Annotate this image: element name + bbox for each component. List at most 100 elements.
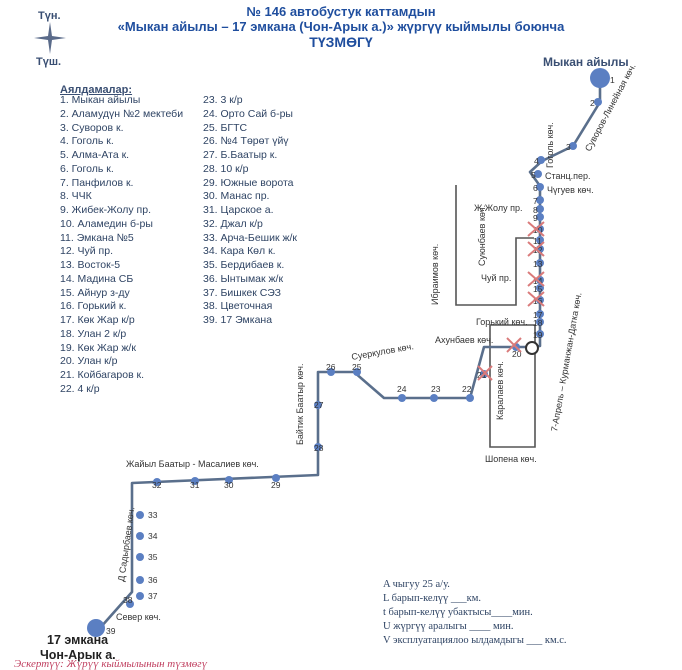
stop-list-item: 34. Кара Көл к.	[203, 245, 276, 258]
stop-list-item: 25. БГТС	[203, 121, 248, 134]
stop-list-item: 28. 10 к/р	[203, 162, 249, 175]
stop-marker	[536, 205, 544, 213]
stop-list-item: 10. Аламедин б-ры	[60, 217, 153, 230]
stop-list-item: 35. Бердибаев к.	[203, 259, 285, 271]
info-line-2: L барып-келүү ___км.	[383, 593, 482, 604]
stop-list-item: 39. 17 Эмкана	[203, 314, 273, 326]
street-sadyrbaev: Д Садырбаев көч.	[116, 506, 136, 582]
stop-marker	[314, 401, 322, 409]
stop-number: 36	[148, 575, 158, 585]
stop-list-item: 17. Көк Жар к/р	[60, 314, 135, 326]
stop-number: 1	[610, 75, 615, 85]
stop-list-item: 11. Эмкана №5	[60, 231, 134, 244]
stop-number: 9	[533, 213, 538, 223]
stop-marker	[136, 592, 144, 600]
stop-marker	[191, 477, 199, 485]
stop-marker	[466, 394, 474, 402]
street-akhunbaev: Ахунбаев көч.	[435, 335, 493, 345]
stop-marker	[536, 310, 544, 318]
street-karalaev: Каралаев көч.	[495, 361, 505, 420]
stop-number: 15	[533, 284, 543, 294]
stop-marker	[536, 318, 544, 326]
legend: Аялдамалар:	[60, 84, 132, 97]
street-zhzholu: Ж.Жолу пр.	[474, 203, 522, 213]
stop-list-item: 6. Гоголь к.	[60, 162, 114, 175]
street-suyunbaev: Суюнбаев көч.	[477, 205, 487, 266]
stop-list-item: 7. Панфилов к.	[60, 176, 134, 189]
stop-list-item: 30. Манас пр.	[203, 190, 270, 203]
stop-number: 13	[533, 259, 543, 269]
stop-marker	[536, 284, 544, 292]
stop-marker	[536, 213, 544, 221]
stop-list-item: 13. Восток-5	[60, 259, 121, 271]
street-chuguev: Чүгуев көч.	[547, 185, 594, 195]
stop-number: 31	[190, 480, 200, 490]
stop-number: 26	[326, 362, 336, 372]
stop-list-item: 3. Суворов к.	[60, 121, 124, 134]
stop-list-item: 20. Улан к/р	[60, 355, 118, 368]
street-baitik: Байтик Баатыр көч.	[295, 364, 305, 445]
end-label-2: Чон-Арык а.	[40, 648, 116, 662]
title-line-2: «Мыкан айылы – 17 эмкана (Чон-Арык а.)» …	[117, 19, 565, 34]
stop-number: 7	[533, 196, 538, 206]
stop-number: 28	[314, 443, 324, 453]
compass-north-label: Түн.	[38, 10, 61, 22]
stop-number: 2	[590, 98, 595, 108]
stop-number: 19	[533, 330, 543, 340]
stop-number: 11	[533, 236, 542, 246]
info-line-1: A чыгуу 25 а/у.	[383, 579, 450, 590]
stop-marker	[153, 478, 161, 486]
stop-list-item: 14. Мадина СБ	[60, 272, 134, 285]
stop-number: 33	[148, 510, 158, 520]
stop-number: 8	[533, 205, 538, 215]
stop-list-item: 37. Бишкек СЭЗ	[203, 286, 281, 299]
stop-marker	[594, 98, 602, 106]
stop-list-item: 26. №4 Төрөт үйү	[203, 135, 289, 148]
stop-list-item: 15. Айнур з-ду	[60, 286, 130, 299]
stop-list-item: 16. Горький к.	[60, 300, 127, 313]
stop-marker	[126, 600, 134, 608]
street-gogol: Гоголь көч.	[545, 122, 555, 168]
street-kurmanjan: 7-Апрель – Курманжан-Датка көч.	[549, 292, 583, 433]
stop-marker	[536, 236, 544, 244]
street-stanc: Станц.пер.	[545, 171, 591, 181]
title-line-1: № 146 автобустук каттамдын	[246, 4, 436, 19]
stop-number: 34	[148, 531, 158, 541]
legend-title: Аялдамалар:	[60, 84, 133, 96]
stop-marker	[536, 183, 544, 191]
start-label: Мыкан айылы	[543, 55, 629, 69]
stop-list-item: 8. ЧЧК	[60, 190, 92, 203]
stop-number: 25	[352, 362, 362, 372]
stop-list-item: 23. 3 к/р	[203, 94, 243, 106]
stop-number: 29	[271, 480, 281, 490]
stop-list-item: 1. Мыкан айылы	[60, 94, 141, 106]
street-shopena: Шопена көч.	[485, 454, 537, 464]
stop-list-item: 2. Аламудүн №2 мектеби	[60, 107, 184, 120]
stop-marker	[430, 394, 438, 402]
info-line-3: t барып-келүү убактысы____мин.	[383, 607, 533, 618]
stop-list-item: 24. Орто Сай б-ры	[203, 107, 293, 120]
street-sever: Север көч.	[116, 612, 161, 622]
stop-marker	[136, 553, 144, 561]
stop-list-item: 29. Южные ворота	[203, 176, 294, 189]
cancelled-marks	[477, 221, 545, 381]
route-info: A чыгуу 25 а/у. L барып-келүү ___км. t б…	[383, 578, 567, 648]
stop-number: 18	[533, 318, 543, 328]
stop-number: 37	[148, 591, 158, 601]
stop-list-item: 22. 4 к/р	[60, 382, 100, 395]
stop-marker	[87, 619, 105, 637]
title-line-3: ТҮЗМӨГҮ	[309, 34, 373, 50]
stop-marker	[536, 196, 544, 204]
stop-marker	[569, 142, 577, 150]
stop-number: 20	[512, 349, 522, 359]
stop-marker	[327, 368, 335, 376]
stop-number: 32	[152, 480, 162, 490]
stop-list-item: 27. Б.Баатыр к.	[203, 149, 278, 161]
street-suerkulov: Суеркулов көч.	[351, 341, 415, 362]
street-zhaiyl: Жайыл Баатыр - Масалиев көч.	[126, 459, 259, 469]
street-chui: Чуй пр.	[481, 273, 511, 283]
stop-number: 24	[397, 384, 407, 394]
end-label-1: 17 эмкана	[47, 633, 109, 647]
stop-list-item: 21. Койбагаров к.	[60, 369, 145, 381]
